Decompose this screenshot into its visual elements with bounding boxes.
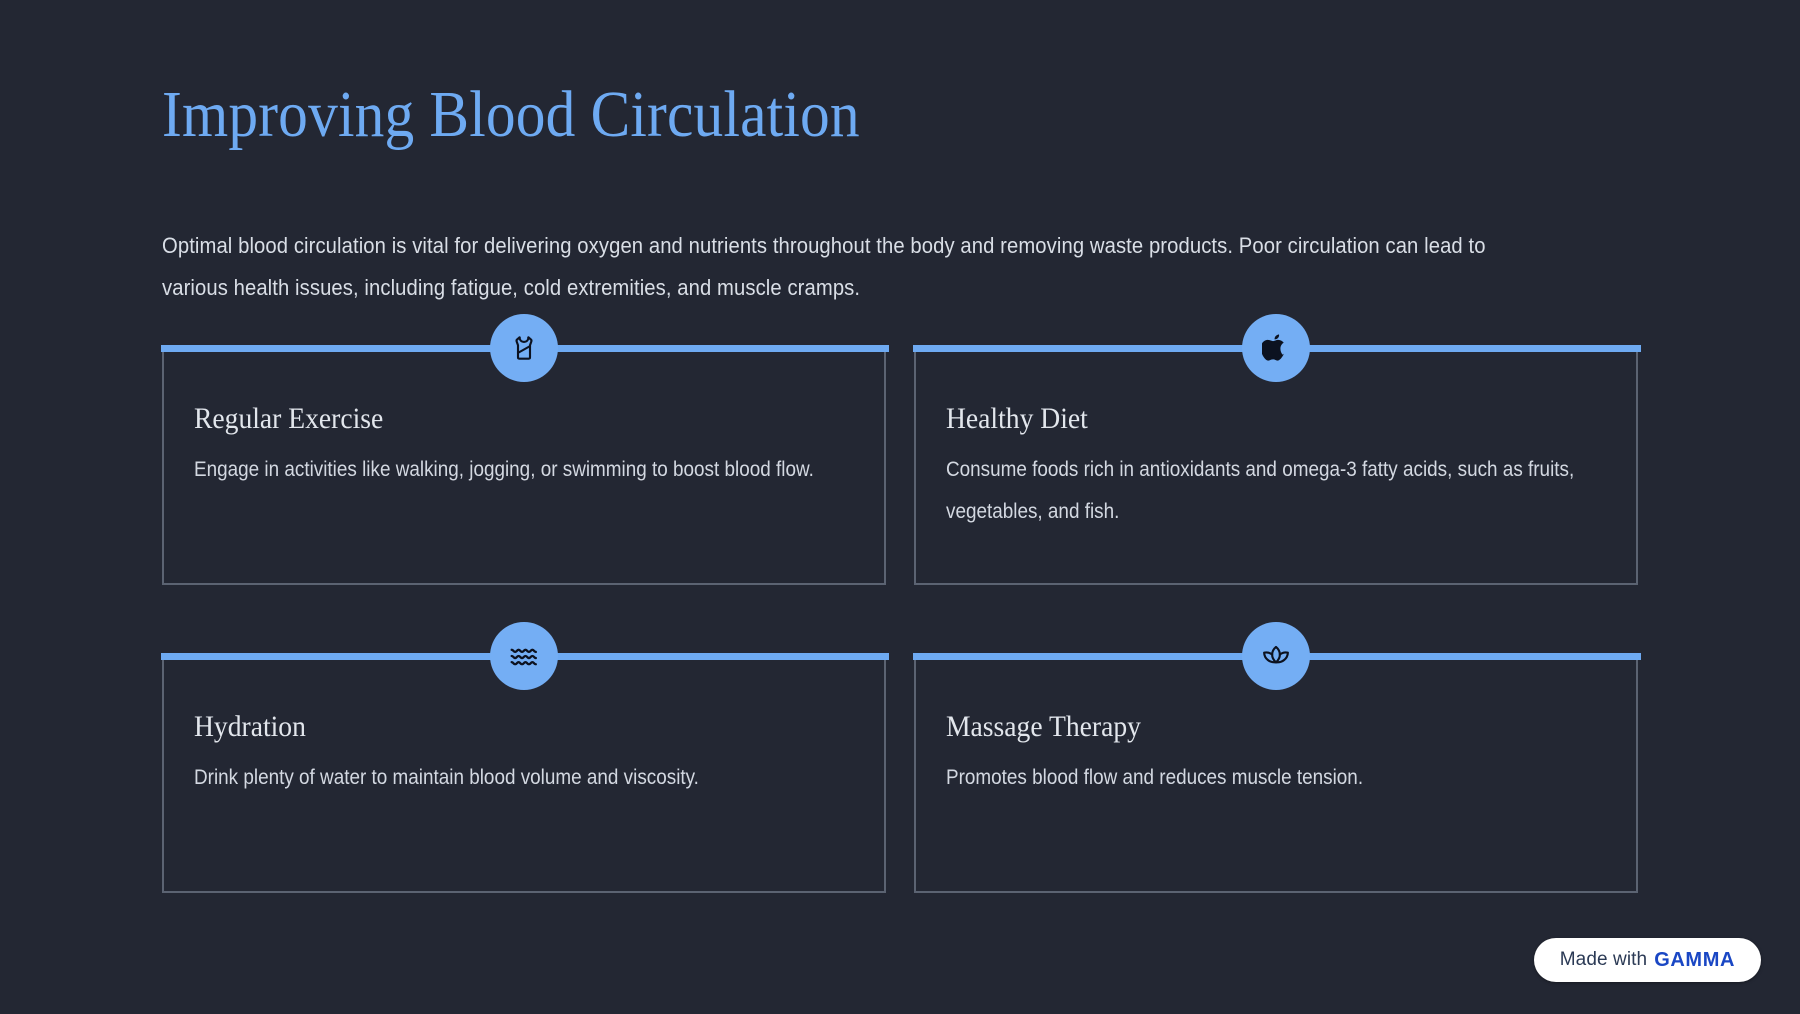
- card-title: Healthy Diet: [946, 402, 1088, 435]
- card-text: Promotes blood flow and reduces muscle t…: [946, 766, 1364, 789]
- badge-prefix-label: Made with: [1559, 949, 1648, 970]
- card-content: Regular Exercise Engage in activities li…: [194, 401, 858, 491]
- card-content: Healthy Diet Consume foods rich in antio…: [946, 401, 1610, 533]
- card-grid: Regular Exercise Engage in activities li…: [161, 314, 1641, 961]
- lotus-icon: [1242, 622, 1310, 690]
- made-with-gamma-badge[interactable]: Made with GAMMA: [1533, 938, 1761, 982]
- card-title: Massage Therapy: [946, 710, 1141, 743]
- card-massage-therapy[interactable]: Massage Therapy Promotes blood flow and …: [913, 622, 1641, 893]
- card-healthy-diet[interactable]: Healthy Diet Consume foods rich in antio…: [913, 314, 1641, 585]
- waves-icon: [490, 622, 558, 690]
- card-body: [162, 351, 886, 585]
- tank-top-icon: [490, 314, 558, 382]
- card-text: Consume foods rich in antioxidants and o…: [946, 458, 1575, 523]
- gamma-wordmark: GAMMA: [1654, 948, 1735, 971]
- card-regular-exercise[interactable]: Regular Exercise Engage in activities li…: [161, 314, 889, 585]
- card-content: Hydration Drink plenty of water to maint…: [194, 709, 858, 799]
- card-body: [914, 659, 1638, 893]
- card-text: Drink plenty of water to maintain blood …: [194, 766, 699, 789]
- page-title: Improving Blood Circulation: [162, 78, 860, 151]
- intro-paragraph: Optimal blood circulation is vital for d…: [162, 233, 1486, 300]
- card-body: [914, 351, 1638, 585]
- card-title: Hydration: [194, 710, 306, 743]
- card-body: [162, 659, 886, 893]
- card-content: Massage Therapy Promotes blood flow and …: [946, 709, 1610, 799]
- card-title: Regular Exercise: [194, 402, 384, 435]
- card-text: Engage in activities like walking, joggi…: [194, 458, 814, 481]
- card-row: Hydration Drink plenty of water to maint…: [161, 622, 1641, 893]
- card-row: Regular Exercise Engage in activities li…: [161, 314, 1641, 585]
- card-hydration[interactable]: Hydration Drink plenty of water to maint…: [161, 622, 889, 893]
- apple-icon: [1242, 314, 1310, 382]
